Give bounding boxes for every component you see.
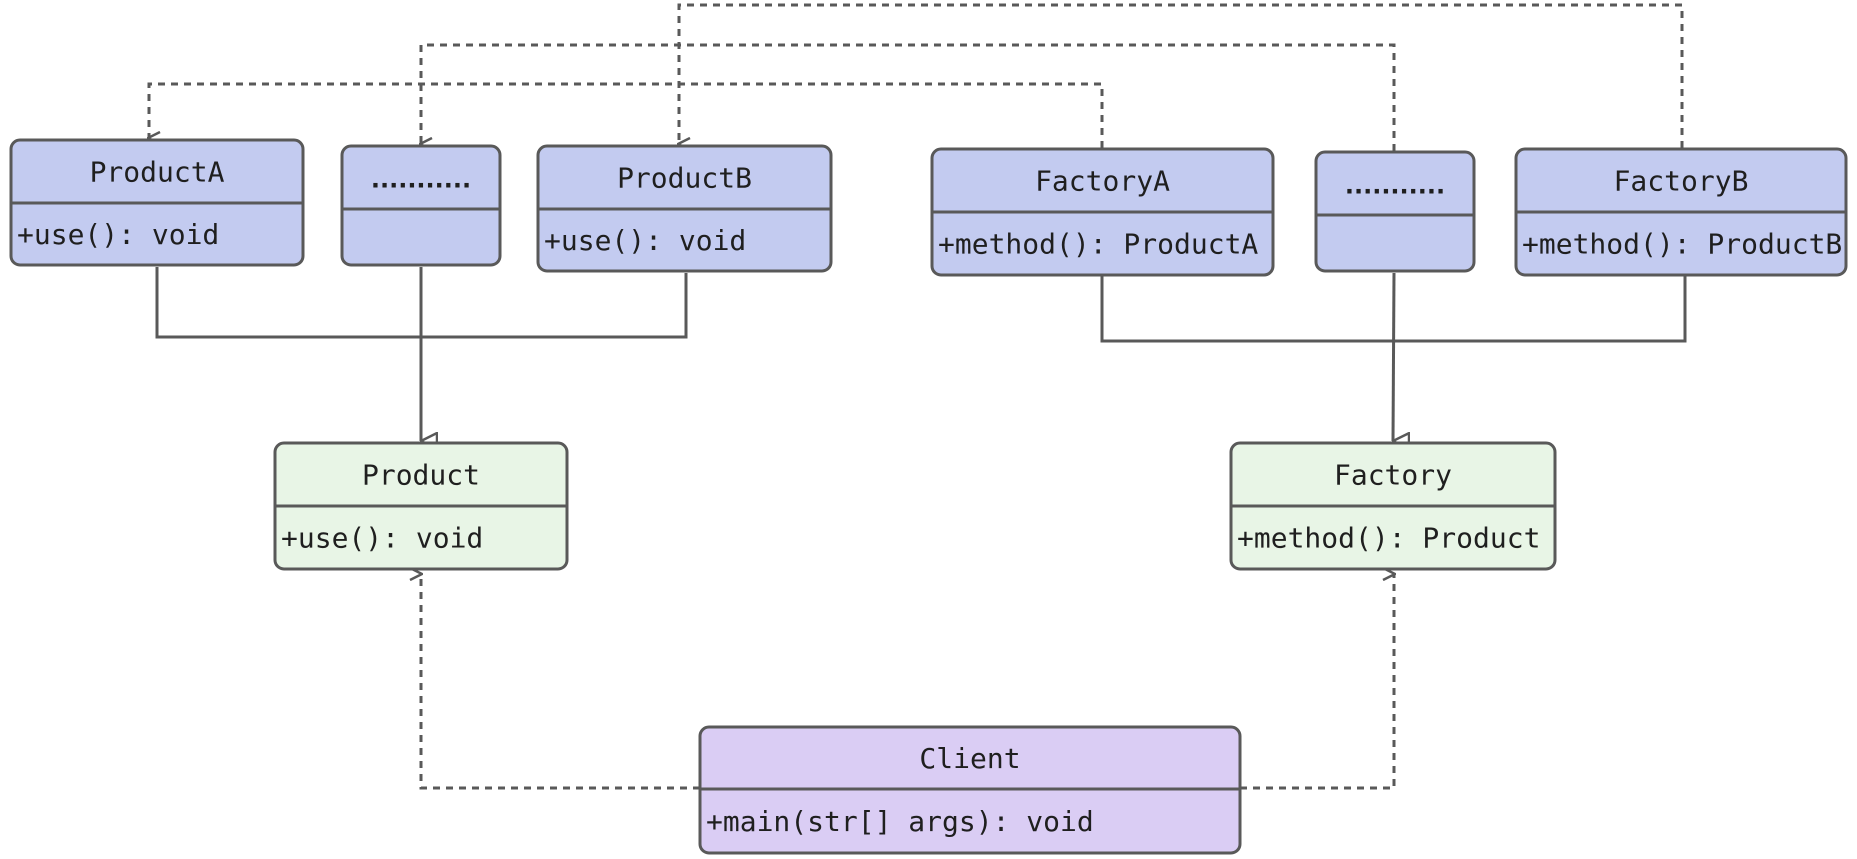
class-factory-a[interactable]: FactoryA +method(): ProductA (930, 147, 1275, 277)
edge-factory-ellipsis-creates-product-ellipsis (421, 43, 1396, 151)
class-name: ProductA (90, 156, 225, 189)
class-client[interactable]: Client +main(str[] args): void (698, 725, 1242, 855)
edge-client-uses-product (421, 574, 700, 790)
class-box (1314, 150, 1476, 273)
edge-factory-b-realizes-factory (1394, 276, 1687, 343)
class-factory[interactable]: Factory +method(): Product (1229, 441, 1557, 571)
class-member: +method(): ProductA (938, 228, 1258, 261)
class-name: ProductB (617, 162, 752, 195)
edge-factory-b-creates-product-b (679, 3, 1684, 148)
class-name: Product (362, 459, 480, 492)
class-product-b[interactable]: ProductB +use(): void (536, 144, 833, 273)
class-box (340, 144, 502, 267)
edge-factory-ellipsis-realizes-factory (1391, 272, 1394, 441)
class-member: +method(): ProductB (1522, 228, 1842, 261)
class-member: +main(str[] args): void (706, 805, 1094, 838)
class-name: Client (919, 742, 1020, 775)
edges (149, 3, 1687, 790)
class-member: +method(): Product (1237, 522, 1540, 555)
class-name: Factory (1334, 459, 1452, 492)
edge-product-a-realizes-product (155, 267, 421, 339)
class-product-a[interactable]: ProductA +use(): void (9, 138, 305, 267)
class-member: +use(): void (544, 224, 746, 257)
class-factory-ellipsis[interactable]: ........... (1314, 150, 1476, 273)
edge-factory-a-realizes-factory (1100, 276, 1394, 343)
class-name: FactoryB (1614, 165, 1749, 198)
edge-client-uses-factory (1240, 574, 1394, 790)
edge-product-b-realizes-product (421, 273, 688, 339)
class-product[interactable]: Product +use(): void (273, 441, 569, 571)
class-product-ellipsis[interactable]: ........... (340, 144, 502, 267)
class-factory-b[interactable]: FactoryB +method(): ProductB (1514, 147, 1848, 277)
edge-factory-a-creates-product-a (149, 82, 1104, 148)
class-member: +use(): void (281, 522, 483, 555)
class-name: ........... (1345, 172, 1445, 200)
class-member: +use(): void (17, 218, 219, 251)
class-name: ........... (371, 166, 471, 194)
class-name: FactoryA (1035, 165, 1170, 198)
